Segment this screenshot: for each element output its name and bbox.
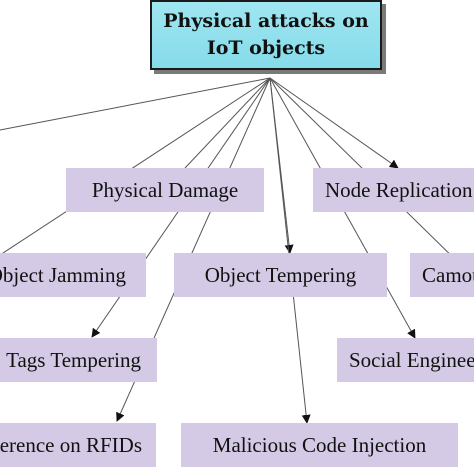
node-physical-damage: Physical Damage [66,168,264,212]
node-label: Node Replication [325,177,473,202]
node-camouflage: Camouflage [410,253,474,297]
edge-to-malicious-code-injection [269,77,311,424]
node-object-tempering: Object Tempering [174,253,387,297]
node-node-replication: Node Replication [313,168,474,212]
node-interference-on-rfids: Interference on RFIDs [0,423,156,467]
node-label: Interference on RFIDs [0,432,142,457]
node-label: Malicious Code Injection [212,432,427,457]
node-label: Camouflage [422,262,474,287]
node-label: Tags Tempering [6,347,141,372]
node-label: Object Jamming [0,262,126,287]
node-label: Social Engineering [349,347,474,372]
node-malicious-code-injection: Malicious Code Injection [181,423,458,467]
node-object-jamming: Object Jamming [0,253,146,297]
node-social-engineering: Social Engineering [337,338,474,382]
node-tags-tempering: Tags Tempering [0,338,157,382]
edge-to-object-jamming [0,77,271,256]
edge-to-offscreen-left [0,77,271,131]
edge-to-node-replication [269,77,399,169]
root-node: Physical attacks on IoT objects [150,0,382,70]
node-label: Physical Damage [91,177,239,202]
edge-to-physical-damage [184,77,271,169]
node-label: Object Tempering [204,262,357,287]
root-node-label: Physical attacks on IoT objects [163,10,369,59]
